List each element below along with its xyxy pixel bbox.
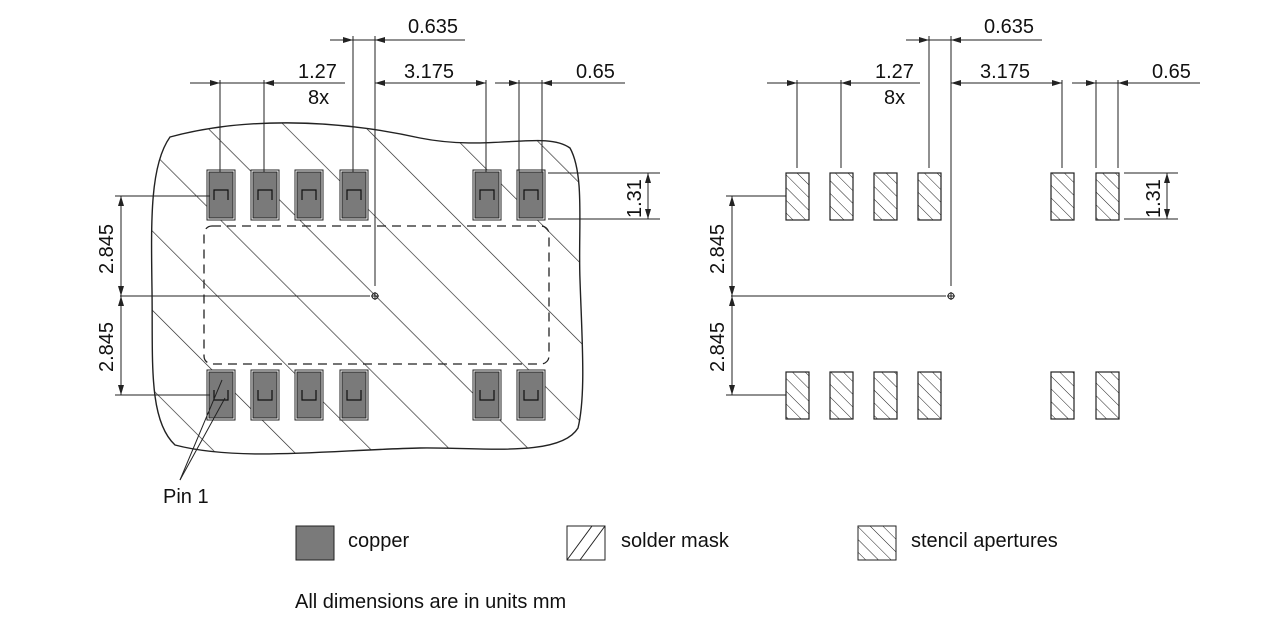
dim-pad-height-right: 1.31: [1143, 179, 1165, 218]
stencil-aperture: [873, 172, 898, 221]
copper-pad: [294, 169, 324, 221]
legend: copper solder mask stencil apertures: [295, 525, 1058, 561]
left-dimensions: [115, 36, 660, 481]
dim-row-offset-bottom-left: 2.845: [96, 322, 118, 372]
legend-stencil-label: stencil apertures: [911, 530, 1058, 552]
pin1-label: Pin 1: [163, 486, 209, 508]
stencil-aperture: [917, 371, 942, 420]
copper-pad: [339, 369, 369, 421]
dim-pad-offset-left: 0.635: [408, 16, 458, 38]
stencil-aperture: [873, 371, 898, 420]
units-note: All dimensions are in units mm: [295, 591, 566, 613]
legend-solder-mask-swatch: [566, 525, 606, 561]
left-bottom-pads: [206, 369, 546, 421]
copper-pad: [294, 369, 324, 421]
stencil-aperture: [785, 172, 810, 221]
stencil-aperture: [1050, 371, 1075, 420]
dim-pad-width-left: 0.65: [576, 61, 615, 83]
right-view: 0.635 1.27 8x 3.175 0.65 1.31 2.845 2.84…: [707, 16, 1200, 420]
dim-row-offset-bottom-right: 2.845: [707, 322, 729, 372]
copper-pad: [206, 369, 236, 421]
right-top-apertures: [785, 172, 1120, 221]
stencil-aperture: [785, 371, 810, 420]
right-dimensions: [726, 36, 1200, 396]
copper-pad: [206, 169, 236, 221]
legend-stencil-swatch: [857, 525, 897, 561]
copper-pad: [516, 369, 546, 421]
dim-pad-height-left: 1.31: [624, 179, 646, 218]
copper-pad: [250, 169, 280, 221]
copper-pad: [516, 169, 546, 221]
dim-pitch-right: 1.27: [875, 61, 914, 83]
copper-pad: [472, 369, 502, 421]
right-bottom-apertures: [785, 371, 1120, 420]
copper-pad: [250, 369, 280, 421]
legend-solder-mask-label: solder mask: [621, 530, 730, 552]
stencil-aperture: [829, 371, 854, 420]
dim-row-offset-top-left: 2.845: [96, 224, 118, 274]
dim-gap-left: 3.175: [404, 61, 454, 83]
copper-pad: [472, 169, 502, 221]
stencil-aperture: [1095, 172, 1120, 221]
dim-pitch-left: 1.27: [298, 61, 337, 83]
dim-pitch-count-left: 8x: [308, 87, 329, 109]
dim-pad-offset-right: 0.635: [984, 16, 1034, 38]
stencil-aperture: [917, 172, 942, 221]
copper-pad: [339, 169, 369, 221]
stencil-aperture: [1050, 172, 1075, 221]
dim-row-offset-top-right: 2.845: [707, 224, 729, 274]
stencil-aperture: [829, 172, 854, 221]
stencil-aperture: [1095, 371, 1120, 420]
dim-pad-width-right: 0.65: [1152, 61, 1191, 83]
dim-pitch-count-right: 8x: [884, 87, 905, 109]
package-outline: [203, 225, 550, 365]
left-top-pads: [206, 169, 546, 221]
dim-gap-right: 3.175: [980, 61, 1030, 83]
legend-copper-label: copper: [348, 530, 409, 552]
left-view: 0.635 1.27 8x 3.175 0.65 1.31 2.845 2.84…: [96, 16, 660, 508]
legend-copper-swatch: [295, 525, 335, 561]
